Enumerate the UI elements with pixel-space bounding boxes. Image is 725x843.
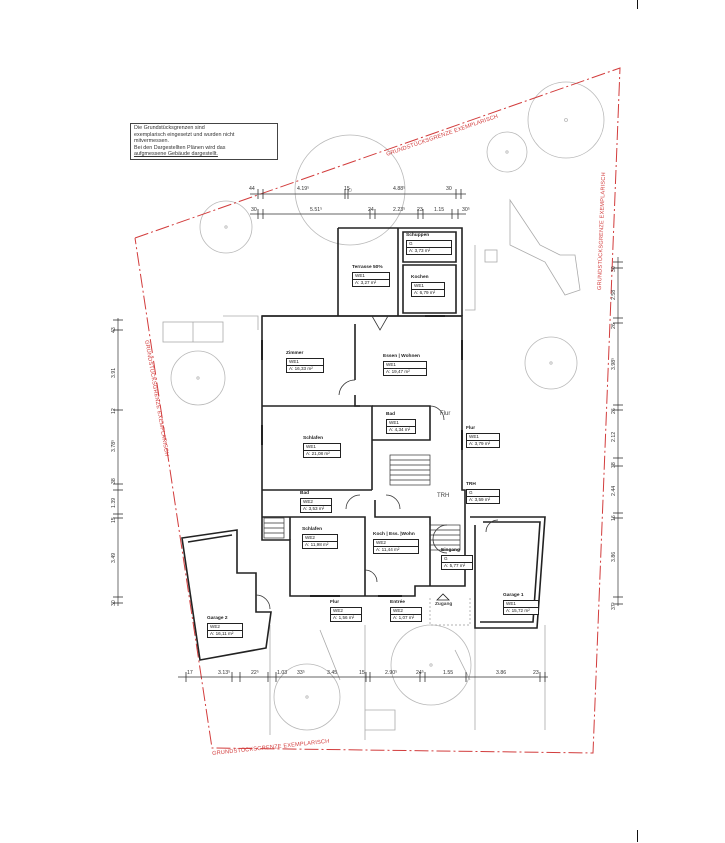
dim-right: 16 — [611, 515, 617, 521]
dim-bottom: 15 — [359, 670, 365, 676]
boundary-disclaimer-note: Die Grundstücksgrenzen sind exemplarisch… — [130, 123, 278, 160]
dim-bottom: 22⁵ — [251, 670, 259, 676]
dim-bottom: 33⁵ — [297, 670, 305, 676]
dim-top2: 2.23⁵ — [393, 207, 406, 213]
door-swings — [255, 315, 499, 610]
dim-right: 3.86 — [611, 551, 617, 562]
dim-top1: 4.19⁵ — [297, 186, 310, 192]
label-flur: Flur — [440, 411, 451, 417]
dim-right: 26 — [611, 408, 617, 414]
dim-top1: 30 — [446, 186, 452, 192]
entrance-arrow-icon — [436, 593, 450, 601]
dimension-lines — [113, 189, 623, 682]
dim-top2: 5.51⁵ — [310, 207, 323, 213]
dim-right: 38 — [611, 462, 617, 468]
dim-right: 2.58 — [611, 289, 617, 300]
note-line: mitvermessen. — [134, 138, 170, 145]
dim-left: 38 — [111, 478, 117, 484]
dim-bottom: 3.13⁵ — [218, 670, 231, 676]
dim-bottom: 1.55 — [443, 670, 454, 676]
crop-mark-bottom — [637, 830, 638, 842]
dim-right: 3.98⁵ — [611, 357, 617, 370]
dim-top2: 23 — [417, 207, 423, 213]
dim-bottom: 3.86 — [496, 670, 507, 676]
dim-top2: 1.15 — [434, 207, 445, 213]
dim-top2: 24 — [368, 207, 374, 213]
dim-right: 26 — [611, 323, 617, 329]
label-trh: TRH — [437, 493, 450, 499]
dim-bottom: 23 — [533, 670, 539, 676]
note-line: aufgmessene Gebäude dargestellt. — [134, 151, 218, 158]
windows — [261, 315, 463, 597]
dim-left: 3.78⁵ — [111, 439, 117, 452]
dim-top2: 30⁵ — [462, 207, 470, 213]
dim-left: 12 — [111, 408, 117, 414]
dim-right: 37⁵ — [611, 602, 617, 610]
dim-bottom: 1.03 — [277, 670, 288, 676]
dim-left: 43 — [111, 327, 117, 333]
dim-right: 2.44 — [611, 485, 617, 496]
dim-left: 3.91 — [111, 367, 117, 378]
tree-icons — [170, 81, 605, 731]
dim-right: 30 — [611, 266, 617, 272]
staircase — [263, 454, 471, 626]
dim-top1: 15 — [344, 186, 350, 192]
dim-bottom: 17 — [187, 670, 193, 676]
dim-top1: 4.88⁵ — [393, 186, 406, 192]
dim-top2: 30 — [251, 207, 257, 213]
dim-bottom: 24⁵ — [416, 670, 424, 676]
dim-top1: 44 — [249, 186, 255, 192]
dim-right: 2.12 — [611, 431, 617, 442]
property-boundary — [134, 67, 621, 754]
label-zugang: Zugang — [435, 602, 453, 607]
crop-mark-top — [637, 0, 638, 9]
dim-bottom: 3.45 — [327, 670, 338, 676]
dim-left: 30 — [111, 600, 117, 606]
dim-left: 3.49 — [111, 552, 117, 563]
dim-bottom: 2.90⁵ — [385, 670, 398, 676]
note-line: Die Grundstücksgrenzen sind — [134, 125, 205, 131]
note-line: Bei den Dargestellten Plänen wird das — [134, 144, 226, 151]
dim-left: 1.39 — [111, 497, 117, 508]
dim-left: 15 — [111, 517, 117, 523]
note-line: exemplarisch eingesetzt und wurden nicht — [134, 131, 235, 138]
